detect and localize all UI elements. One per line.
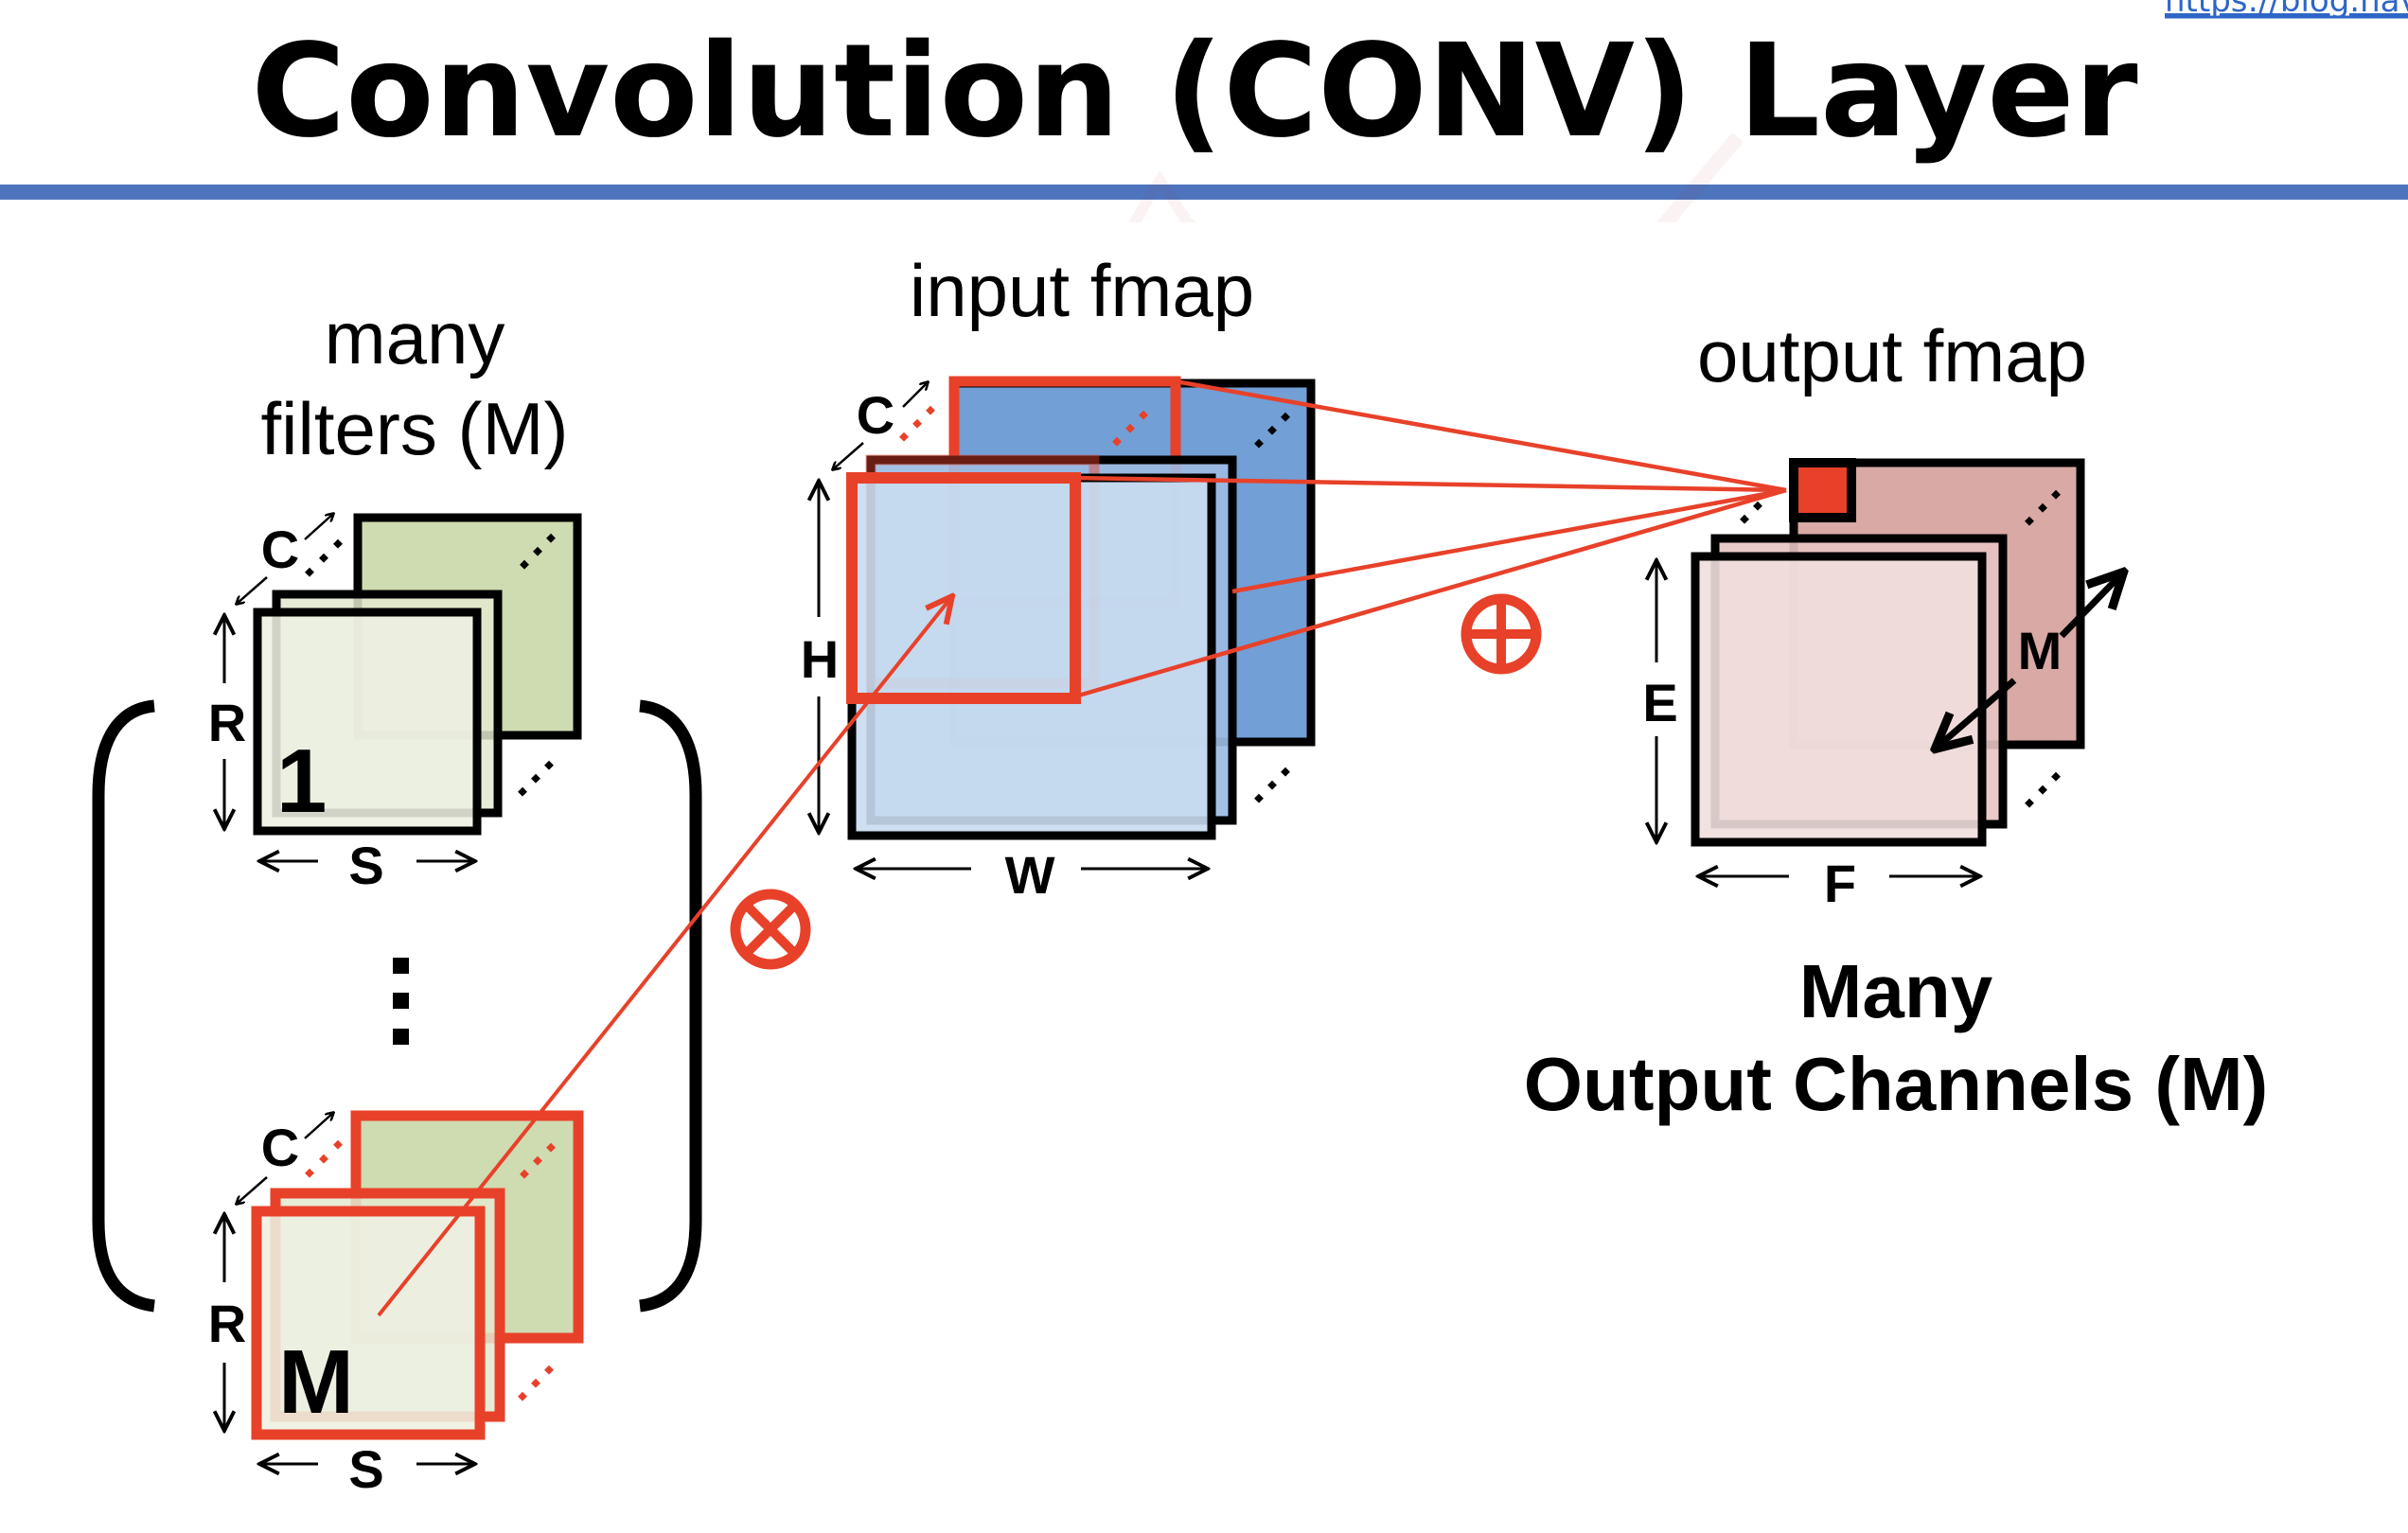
filter-m-c-label: C (261, 1118, 299, 1177)
input-fmap-h-label: H (801, 629, 839, 689)
filter-1-back-dots (520, 533, 556, 570)
input-fmap-side-dots (1254, 766, 1290, 803)
source-link[interactable]: https://blog.nav (2165, 0, 2408, 20)
filter-m-r-label: R (208, 1294, 246, 1353)
output-fmap-channel-dots (1740, 501, 1762, 524)
output-fmap-m-arrow-out (2059, 573, 2122, 639)
filter-m-c-arrow-down (237, 1176, 268, 1204)
title-rule (0, 185, 2408, 200)
filters-heading-line1: many (325, 296, 505, 379)
output-pixel (1789, 458, 1856, 522)
output-fmap-heading: output fmap (1697, 314, 2087, 397)
input-fmap-back-window-dots (1112, 410, 1148, 447)
filter-1-r-label: R (208, 693, 246, 752)
filters-right-bracket (638, 699, 702, 1313)
filter-1-side-dots (518, 760, 554, 797)
filter-m-side-dots (518, 1365, 554, 1401)
filter-1-front-channel (253, 608, 482, 836)
output-fmap-e-label: E (1642, 673, 1677, 732)
input-fmap-c-arrow-up (902, 382, 928, 408)
output-fmap-m-label: M (2018, 621, 2063, 680)
input-fmap-c-arrow-down (833, 442, 864, 469)
filter-1-c-arrow-up (304, 514, 333, 540)
output-caption-line2: Output Channels (M) (1524, 1042, 2269, 1126)
output-fmap-f-label: F (1824, 854, 1856, 913)
output-fmap-m-arrow-in (1937, 678, 2017, 748)
input-fmap-w-label: W (1005, 845, 1055, 905)
input-fmap-front-window (846, 472, 1081, 704)
input-fmap-back-dots (1254, 412, 1290, 449)
multiply-icon (730, 889, 811, 970)
input-fmap-heading: input fmap (910, 249, 1254, 332)
input-fmap-channel-dots (899, 405, 935, 442)
filter-m-front-channel (251, 1206, 486, 1440)
filter-m-c-arrow-up (304, 1113, 333, 1139)
filters-vertical-ellipsis (393, 958, 409, 1045)
filter-1-c-label: C (261, 520, 299, 579)
filter-1-c-arrow-down (237, 576, 268, 604)
filter-m-channel-dots (305, 1139, 343, 1178)
page-title: Convolution (CONV) Layer (251, 17, 2137, 167)
filters-left-bracket (92, 699, 156, 1313)
filter-m-index: M (278, 1331, 354, 1433)
filter-1-s-label: S (348, 836, 383, 895)
accumulate-operator (1461, 593, 1542, 675)
output-fmap-side-dots (2025, 771, 2061, 808)
output-fmap-front-channel (1691, 552, 1987, 847)
filter-1-index: 1 (276, 731, 327, 832)
input-fmap-c-label: C (857, 385, 894, 445)
filter-1: 1 C R S (208, 514, 582, 895)
filters-heading-line2: filters (M) (261, 387, 569, 470)
output-fmap: M E F (1642, 458, 2122, 913)
filter-to-input-arrow (377, 596, 952, 1317)
watermark (1128, 132, 1744, 222)
filter-m-back-dots (520, 1142, 556, 1179)
filter-m: M C R S (208, 1110, 584, 1499)
output-fmap-back-dots (2025, 489, 2061, 526)
output-caption-line1: Many (1799, 949, 1993, 1033)
multiply-operator (730, 889, 811, 970)
input-fmap: C H W (801, 376, 1316, 905)
filter-1-channel-dots (305, 538, 343, 577)
projection-lines (1074, 379, 1787, 699)
filter-m-s-label: S (348, 1439, 383, 1499)
